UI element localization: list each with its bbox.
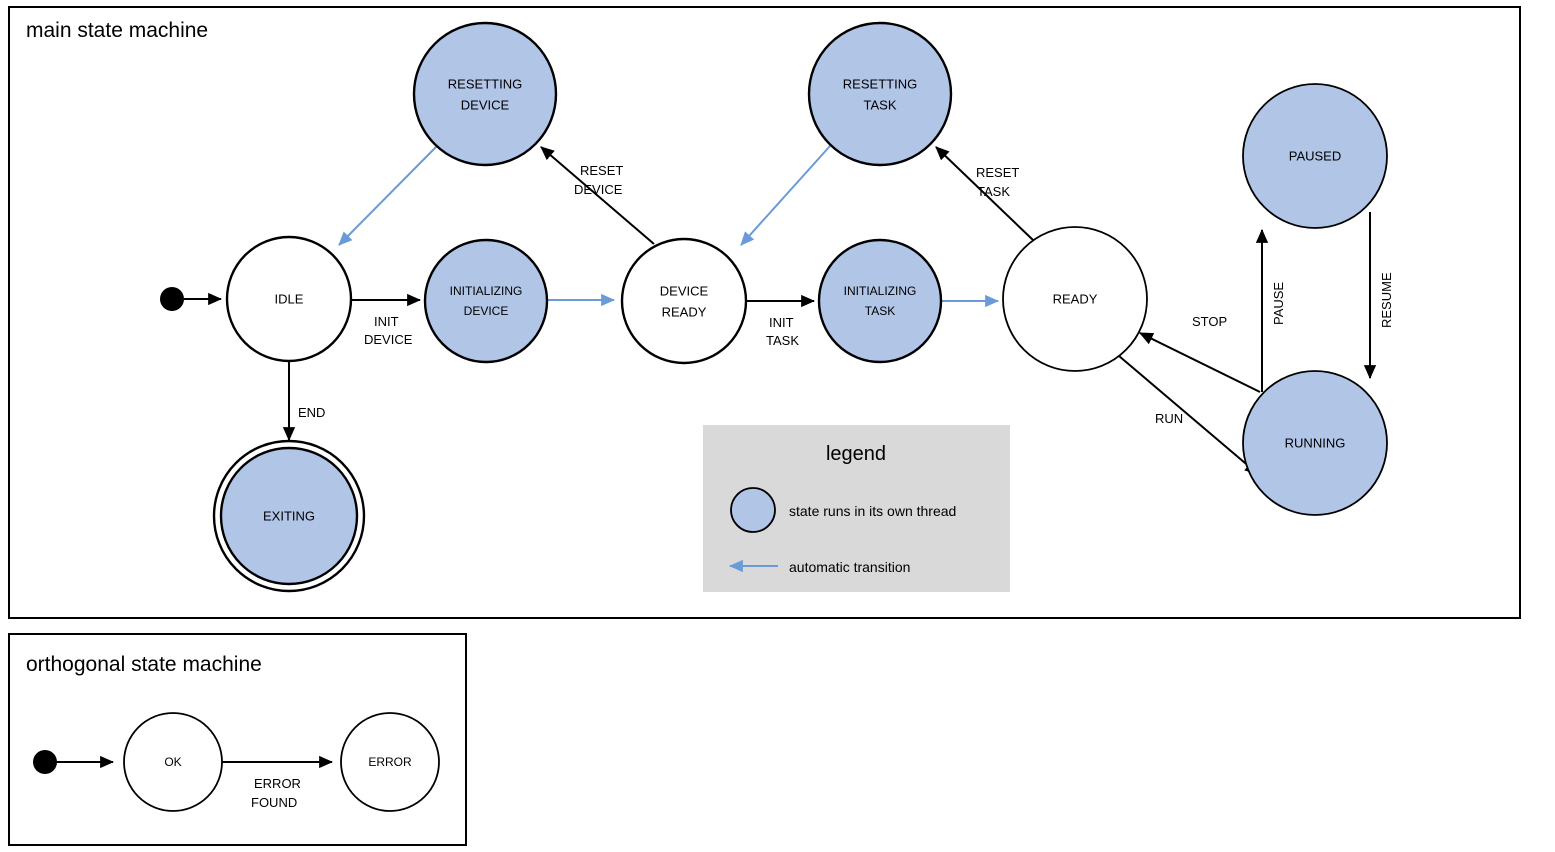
transition-label-resume: RESUME xyxy=(1379,272,1394,328)
state-error-label: ERROR xyxy=(368,755,412,769)
orthogonal-initial-state-marker xyxy=(33,750,57,774)
transition-label-run: RUN xyxy=(1155,411,1183,426)
state-ready[interactable]: READY xyxy=(1002,226,1148,372)
state-resetting-task-label-line2: TASK xyxy=(864,97,897,112)
state-device-ready-label-line1: DEVICE xyxy=(660,283,709,298)
main-transitions: INIT DEVICE RESET DEVICE INIT TASK RESET… xyxy=(184,145,1394,475)
transition-label-error-found-line1: ERROR xyxy=(254,776,301,791)
orthogonal-states: OK ERROR xyxy=(33,712,440,812)
transition-label-init-device-line2: DEVICE xyxy=(364,332,413,347)
state-resetting-device[interactable]: RESETTING DEVICE xyxy=(412,21,558,167)
state-initializing-task-circle[interactable] xyxy=(817,238,943,364)
orthogonal-transitions: ERROR FOUND xyxy=(57,755,334,810)
state-idle-label: IDLE xyxy=(275,291,304,306)
state-resetting-device-label-line2: DEVICE xyxy=(461,97,510,112)
transition-label-end: END xyxy=(298,405,325,420)
state-initializing-task[interactable]: INITIALIZING TASK xyxy=(817,238,943,364)
state-ready-circle[interactable] xyxy=(1002,226,1148,372)
transition-label-init-task-line2: TASK xyxy=(766,333,799,348)
transition-label-reset-device-line1: RESET xyxy=(580,163,623,178)
state-paused-label: PAUSED xyxy=(1289,148,1342,163)
transition-label-reset-device-line2: DEVICE xyxy=(574,182,623,197)
state-idle-circle[interactable] xyxy=(225,235,353,363)
transition-ready-to-resetting-task xyxy=(935,146,1034,241)
state-error-circle[interactable] xyxy=(340,712,440,812)
main-states: IDLE INITIALIZING DEVICE RESETTING DEVIC… xyxy=(160,21,1388,593)
transition-device-ready-to-resetting-device xyxy=(540,146,655,245)
main-frame-title: main state machine xyxy=(26,19,208,42)
state-error[interactable]: ERROR xyxy=(340,712,440,812)
state-initializing-device[interactable]: INITIALIZING DEVICE xyxy=(423,238,549,364)
state-initializing-task-label-line1: INITIALIZING xyxy=(844,284,917,298)
state-ok[interactable]: OK xyxy=(123,712,223,812)
state-paused-circle[interactable] xyxy=(1242,83,1388,229)
legend-item-automatic-transition-text: automatic transition xyxy=(789,559,910,575)
state-ready-label: READY xyxy=(1053,291,1098,306)
state-exiting[interactable]: EXITING xyxy=(212,439,366,593)
transition-running-to-ready xyxy=(1138,332,1261,393)
state-resetting-device-label-line1: RESETTING xyxy=(448,76,522,91)
state-initializing-device-label-line2: DEVICE xyxy=(464,304,509,318)
transition-ready-to-running xyxy=(1118,355,1259,475)
transition-label-error-found-line2: FOUND xyxy=(251,795,297,810)
state-initializing-device-circle[interactable] xyxy=(423,238,549,364)
state-running[interactable]: RUNNING xyxy=(1242,370,1388,516)
transition-label-reset-task-line1: RESET xyxy=(976,165,1019,180)
transition-resetting-device-to-idle xyxy=(338,145,438,246)
state-initializing-device-label-line1: INITIALIZING xyxy=(450,284,523,298)
transition-label-stop: STOP xyxy=(1192,314,1227,329)
transition-label-init-task-line1: INIT xyxy=(769,315,794,330)
state-exiting-circle[interactable] xyxy=(219,446,359,586)
state-idle[interactable]: IDLE xyxy=(225,235,353,363)
state-resetting-task-circle[interactable] xyxy=(807,21,953,167)
transition-label-reset-task-line2: TASK xyxy=(977,184,1010,199)
state-exiting-label: EXITING xyxy=(263,508,315,523)
state-device-ready-label-line2: READY xyxy=(662,304,707,319)
legend-item-thread-state-text: state runs in its own thread xyxy=(789,503,956,519)
state-initializing-task-label-line2: TASK xyxy=(865,304,895,318)
initial-state-marker xyxy=(160,287,184,311)
legend: legend state runs in its own thread auto… xyxy=(703,425,1010,592)
filled-circle-icon xyxy=(730,487,776,533)
state-device-ready-circle[interactable] xyxy=(620,237,748,365)
state-resetting-task[interactable]: RESETTING TASK xyxy=(807,21,953,167)
legend-title: legend xyxy=(826,443,886,465)
transition-label-init-device-line1: INIT xyxy=(374,314,399,329)
transition-resetting-task-to-device-ready xyxy=(740,145,831,246)
state-resetting-task-label-line1: RESETTING xyxy=(843,76,917,91)
state-paused[interactable]: PAUSED xyxy=(1242,83,1388,229)
state-running-label: RUNNING xyxy=(1285,435,1346,450)
state-ok-circle[interactable] xyxy=(123,712,223,812)
state-device-ready[interactable]: DEVICE READY xyxy=(620,237,748,365)
state-ok-label: OK xyxy=(164,755,181,769)
orthogonal-frame-title: orthogonal state machine xyxy=(26,653,262,676)
state-running-circle[interactable] xyxy=(1242,370,1388,516)
transition-label-pause: PAUSE xyxy=(1271,282,1286,325)
state-resetting-device-circle[interactable] xyxy=(412,21,558,167)
